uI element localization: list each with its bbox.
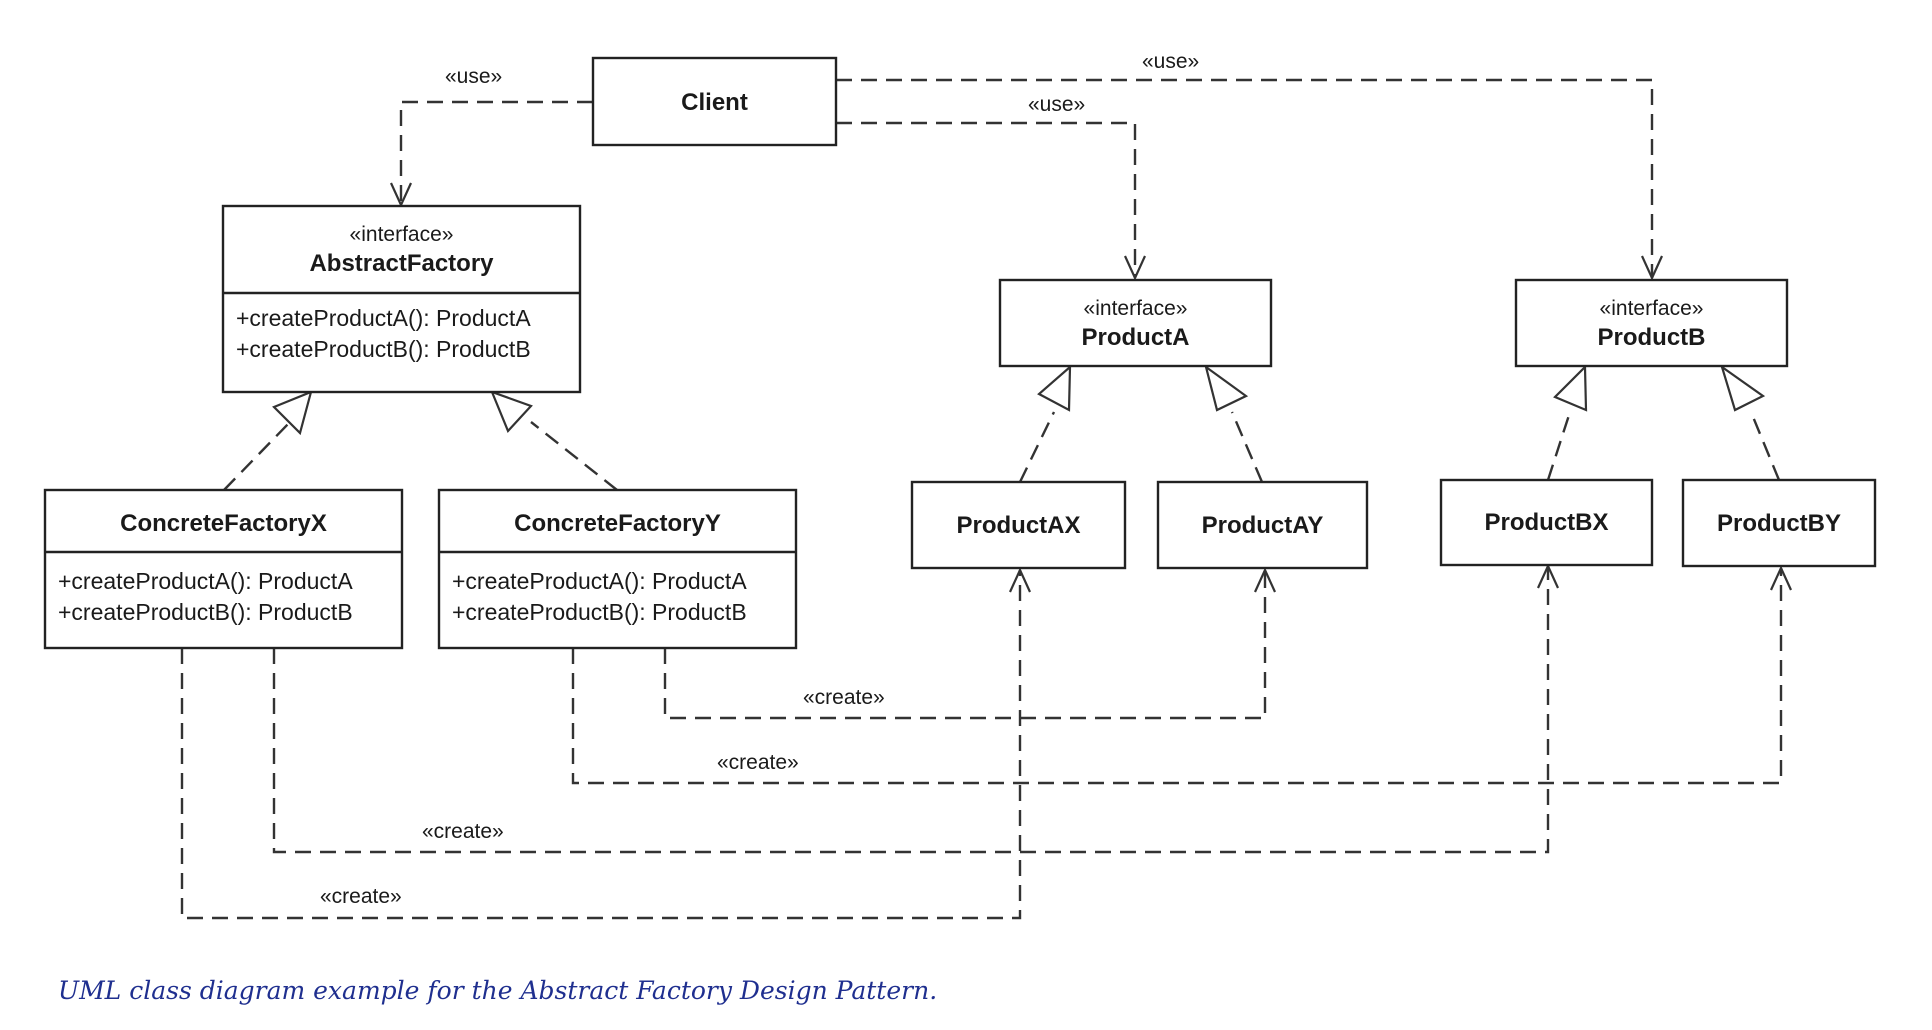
class-productax-name: ProductAX — [956, 512, 1080, 539]
realization-concretefactoryx-abstractfactory — [223, 390, 313, 491]
create-connector-factoryx-productax — [180, 567, 1032, 920]
class-abstractfactory-name: AbstractFactory — [309, 250, 494, 277]
class-concretefactoryy: ConcreteFactoryY +createProductA(): Prod… — [437, 488, 798, 650]
class-concretefactoryy-op-b: +createProductB(): ProductB — [452, 599, 747, 625]
use-label-productb: «use» — [1142, 50, 1199, 73]
create-label-productbx: «create» — [422, 820, 504, 843]
class-client: Client — [591, 56, 838, 147]
realization-productbx-productb — [1546, 364, 1588, 481]
class-producta: «interface» ProductA — [998, 278, 1273, 368]
class-productby: ProductBY — [1681, 478, 1877, 568]
create-label-productby: «create» — [717, 751, 799, 774]
class-concretefactoryx-op-b: +createProductB(): ProductB — [58, 599, 353, 625]
class-concretefactoryx-op-a: +createProductA(): ProductA — [58, 568, 353, 594]
class-concretefactoryx-name: ConcreteFactoryX — [120, 510, 327, 537]
create-label-productax: «create» — [320, 885, 402, 908]
realization-productax-producta — [1018, 364, 1072, 483]
class-producta-stereotype: «interface» — [1084, 297, 1188, 320]
use-connector-client-abstractfactory — [389, 100, 593, 208]
class-productbx: ProductBX — [1439, 478, 1654, 567]
class-productb-name: ProductB — [1598, 324, 1706, 351]
class-client-name: Client — [681, 89, 748, 116]
use-connector-client-producta — [836, 121, 1147, 281]
class-concretefactoryy-op-a: +createProductA(): ProductA — [452, 568, 747, 594]
use-label-abstractfactory: «use» — [445, 65, 502, 88]
class-productb: «interface» ProductB — [1514, 278, 1789, 368]
create-connector-factoryy-productby — [571, 565, 1793, 785]
create-connector-factoryy-productay — [663, 567, 1277, 720]
class-productb-stereotype: «interface» — [1600, 297, 1704, 320]
create-label-productay: «create» — [803, 686, 885, 709]
class-abstractfactory-op-a: +createProductA(): ProductA — [236, 305, 531, 331]
class-abstractfactory: «interface» AbstractFactory +createProdu… — [221, 204, 582, 394]
class-productay-name: ProductAY — [1202, 512, 1324, 539]
class-abstractfactory-stereotype: «interface» — [350, 223, 454, 246]
class-productay: ProductAY — [1156, 480, 1369, 570]
class-productby-name: ProductBY — [1717, 510, 1841, 537]
class-concretefactoryy-name: ConcreteFactoryY — [514, 510, 721, 537]
class-productax: ProductAX — [910, 480, 1127, 570]
realization-concretefactoryy-abstractfactory — [490, 390, 618, 491]
use-connector-client-productb — [836, 78, 1664, 281]
realization-productay-producta — [1204, 364, 1264, 483]
class-producta-name: ProductA — [1082, 324, 1190, 351]
class-concretefactoryx: ConcreteFactoryX +createProductA(): Prod… — [43, 488, 404, 650]
class-productbx-name: ProductBX — [1484, 509, 1608, 536]
diagram-caption: UML class diagram example for the Abstra… — [58, 976, 938, 1005]
class-abstractfactory-op-b: +createProductB(): ProductB — [236, 336, 531, 362]
realization-productby-productb — [1720, 364, 1781, 481]
use-label-producta: «use» — [1028, 93, 1085, 116]
